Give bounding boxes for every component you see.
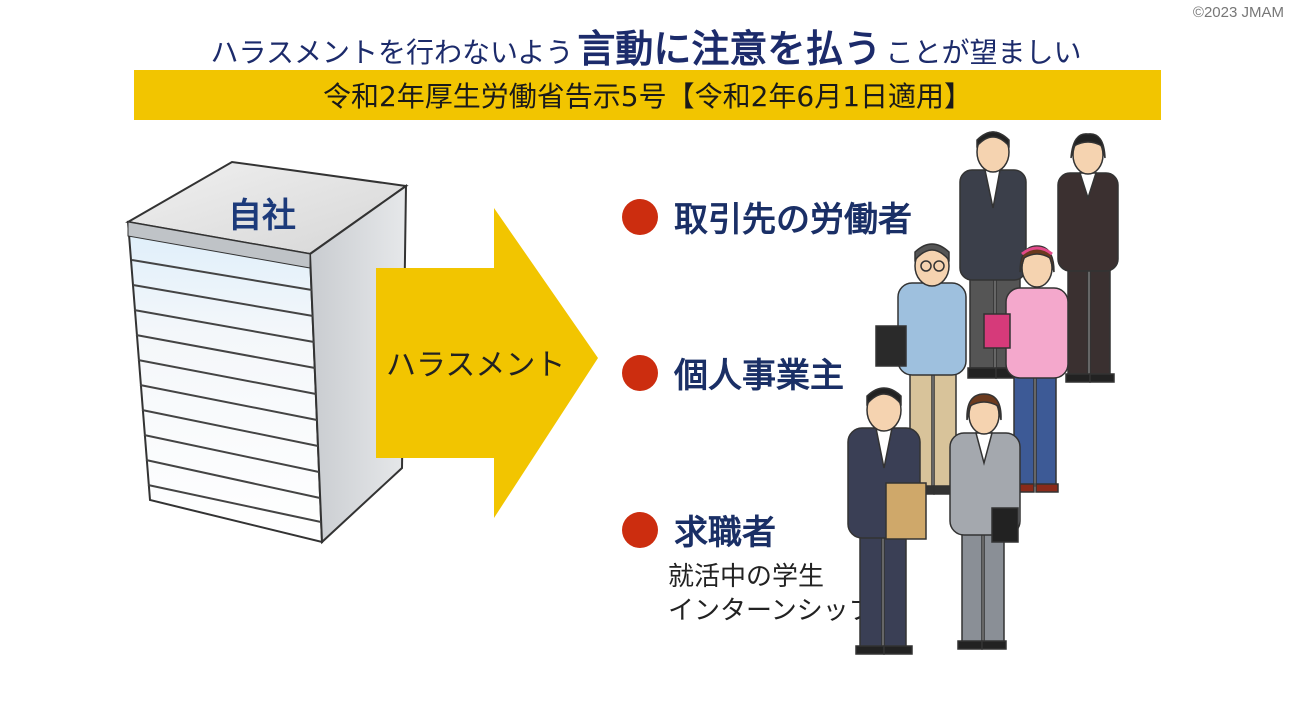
- target-label: 個人事業主: [674, 356, 844, 396]
- target-business-partner-workers: 取引先の労働者: [622, 192, 912, 241]
- headline: ハラスメントを行わないよう言動に注意を払うことが望ましい: [0, 18, 1292, 73]
- person-woman-front-icon: [949, 393, 1021, 650]
- target-label: 求職者: [674, 513, 776, 553]
- job-seeker-sub-students: 就活中の学生: [668, 562, 825, 592]
- person-man-front-icon: [847, 387, 927, 655]
- headline-suffix: ことが望ましい: [885, 36, 1082, 69]
- headline-prefix: ハラスメントを行わないよう: [210, 36, 574, 69]
- headline-emphasis: 言動に注意を払う: [577, 27, 882, 71]
- own-company-label: 自社: [228, 196, 296, 236]
- target-sole-proprietor: 個人事業主: [622, 348, 844, 397]
- harassment-arrow: [376, 208, 598, 518]
- copyright: ©2023 JMAM: [1192, 4, 1284, 21]
- regulation-text: 令和2年厚生労働省告示5号【令和2年6月1日適用】: [322, 80, 973, 113]
- job-seeker-sub-internship: インターンシップ: [668, 596, 875, 626]
- people-illustration: [847, 131, 1119, 655]
- bullet-icon: [622, 511, 658, 548]
- bullet-icon: [622, 354, 658, 391]
- target-job-seeker: 求職者: [622, 505, 776, 554]
- person-woman-suit-icon: [1057, 133, 1119, 383]
- harassment-label: ハラスメント: [386, 348, 566, 383]
- regulation-banner: 令和2年厚生労働省告示5号【令和2年6月1日適用】: [134, 70, 1161, 120]
- person-man-suit-icon: [959, 131, 1027, 379]
- target-label: 取引先の労働者: [674, 200, 912, 240]
- person-man-sweater-icon: [875, 243, 967, 495]
- bullet-icon: [622, 198, 658, 235]
